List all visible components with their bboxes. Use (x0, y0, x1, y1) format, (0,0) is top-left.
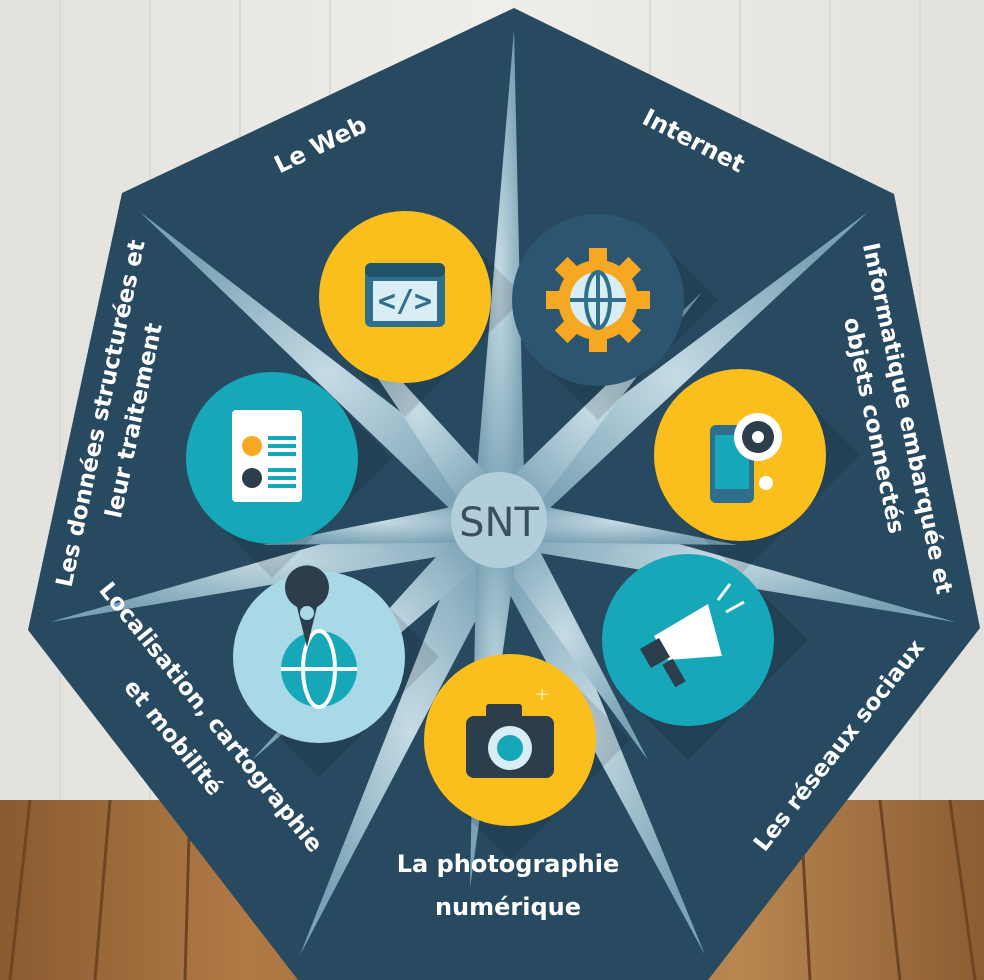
star-hub (451, 472, 547, 568)
star-long-ray (482, 212, 868, 540)
topic-circle (233, 565, 439, 777)
star-short-ray (496, 498, 738, 545)
topic-circle (654, 369, 860, 575)
topic-circle (186, 372, 392, 578)
compass-star (50, 30, 955, 955)
topic-photo: La photographie numérique (397, 850, 620, 921)
megaphone-icon (639, 583, 745, 688)
star-short-ray (262, 498, 502, 545)
center-label: SNT (459, 500, 539, 546)
svg-text:+: + (534, 684, 549, 705)
code-window-icon: </> (365, 263, 445, 327)
map-pin-globe-icon (281, 565, 357, 709)
topic-photo-label-line2: numérique (435, 893, 581, 921)
document-chart-icon (232, 410, 302, 502)
smartphone-gear-icon (710, 413, 782, 503)
topic-photo-label-line1: La photographie (397, 850, 620, 878)
star-long-ray (140, 212, 516, 540)
svg-text:</>: </> (378, 284, 432, 319)
star-short-ray (480, 508, 648, 760)
topic-circle (602, 554, 808, 760)
camera-icon: + (466, 684, 554, 778)
topic-circles: </> + (186, 211, 860, 860)
topic-circle (512, 214, 718, 420)
star-long-ray (300, 509, 523, 955)
topic-circle: </> (319, 211, 525, 417)
globe-gear-icon (546, 248, 650, 352)
star-long-ray (473, 30, 525, 521)
topic-circle: + (424, 654, 630, 860)
